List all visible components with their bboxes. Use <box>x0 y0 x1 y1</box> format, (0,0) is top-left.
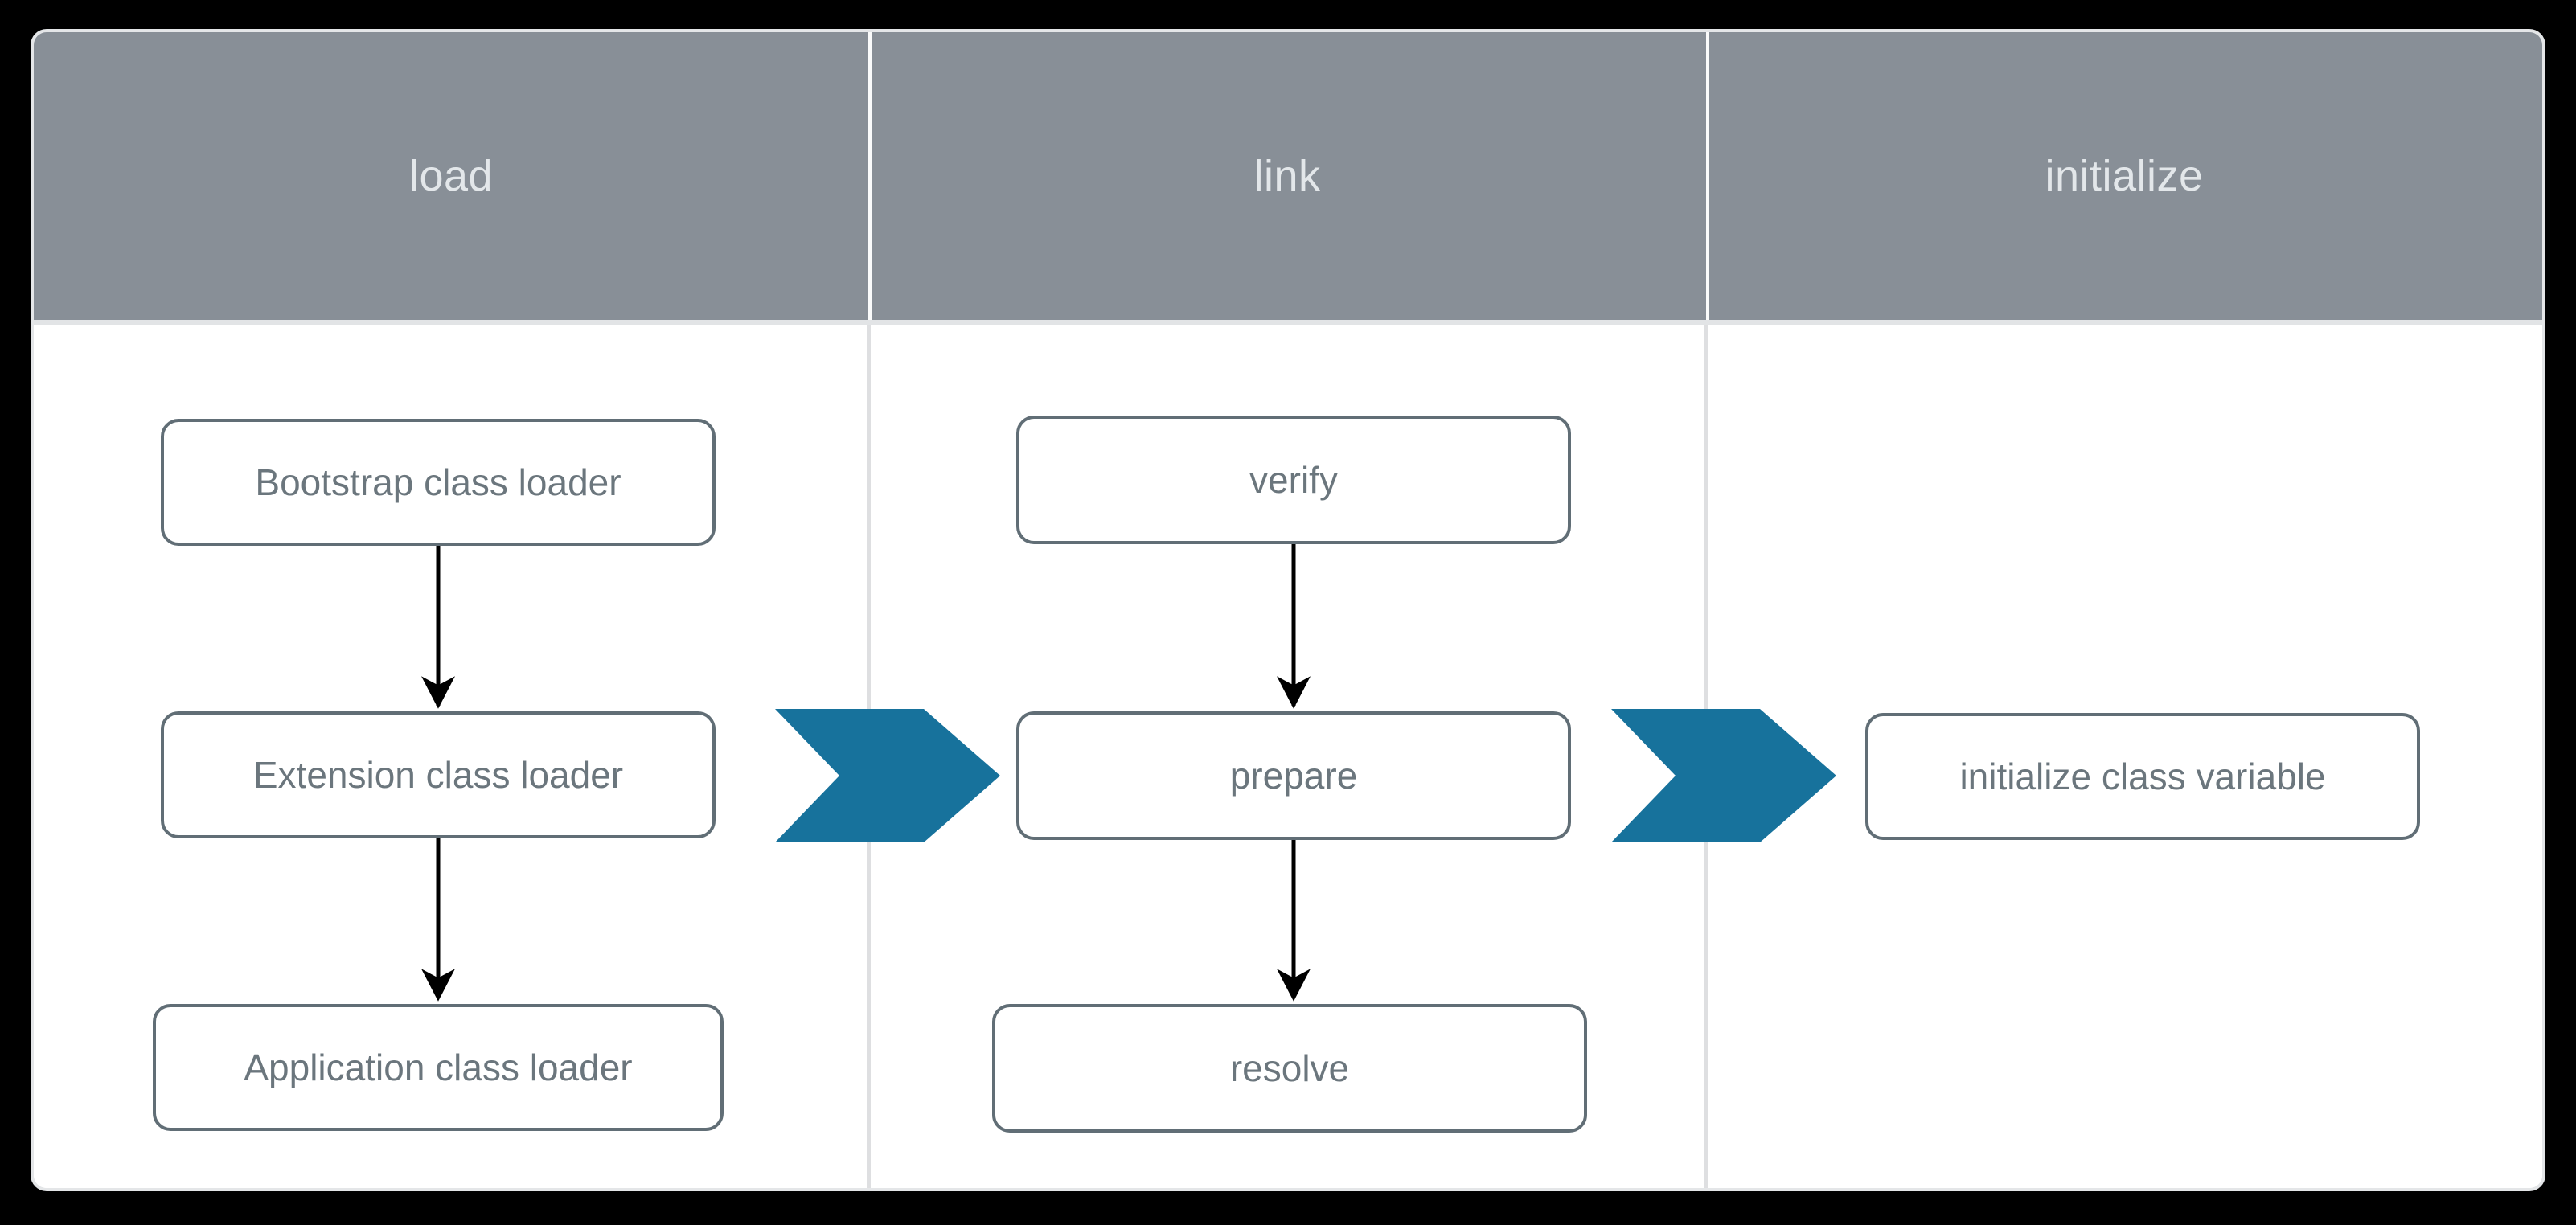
node-bootstrap-class-loader-label: Bootstrap class loader <box>255 461 621 503</box>
node-prepare-label: prepare <box>1229 755 1358 797</box>
header-separator-rule <box>34 320 2542 325</box>
node-resolve[interactable]: resolve <box>992 1004 1587 1133</box>
phase-header-band: load link initialize <box>34 32 2542 320</box>
node-application-class-loader-label: Application class loader <box>244 1047 633 1088</box>
node-bootstrap-class-loader[interactable]: Bootstrap class loader <box>161 419 716 546</box>
phase-header-link-label: link <box>1253 152 1321 200</box>
phase-header-load-label: load <box>408 152 494 200</box>
node-initialize-class-variable-label: initialize class variable <box>1959 756 2326 797</box>
node-resolve-label: resolve <box>1229 1047 1350 1089</box>
diagram-card: load link initialize <box>34 32 2542 1188</box>
chevron-right-icon-link-to-initialize <box>1611 709 1836 842</box>
phase-header-link: link <box>868 32 1706 320</box>
phase-header-initialize: initialize <box>1706 32 2542 320</box>
diagram-body: Bootstrap class loader Extension class l… <box>34 325 2542 1188</box>
node-verify[interactable]: verify <box>1016 416 1571 544</box>
node-verify-label: verify <box>1249 459 1338 501</box>
node-initialize-class-variable[interactable]: initialize class variable <box>1865 713 2420 840</box>
node-extension-class-loader-label: Extension class loader <box>252 754 624 796</box>
phase-header-initialize-label: initialize <box>2045 152 2204 200</box>
phase-header-load: load <box>34 32 868 320</box>
node-prepare[interactable]: prepare <box>1016 711 1571 840</box>
node-extension-class-loader[interactable]: Extension class loader <box>161 711 716 838</box>
node-application-class-loader[interactable]: Application class loader <box>153 1004 724 1131</box>
chevron-right-icon-load-to-link <box>775 709 1000 842</box>
